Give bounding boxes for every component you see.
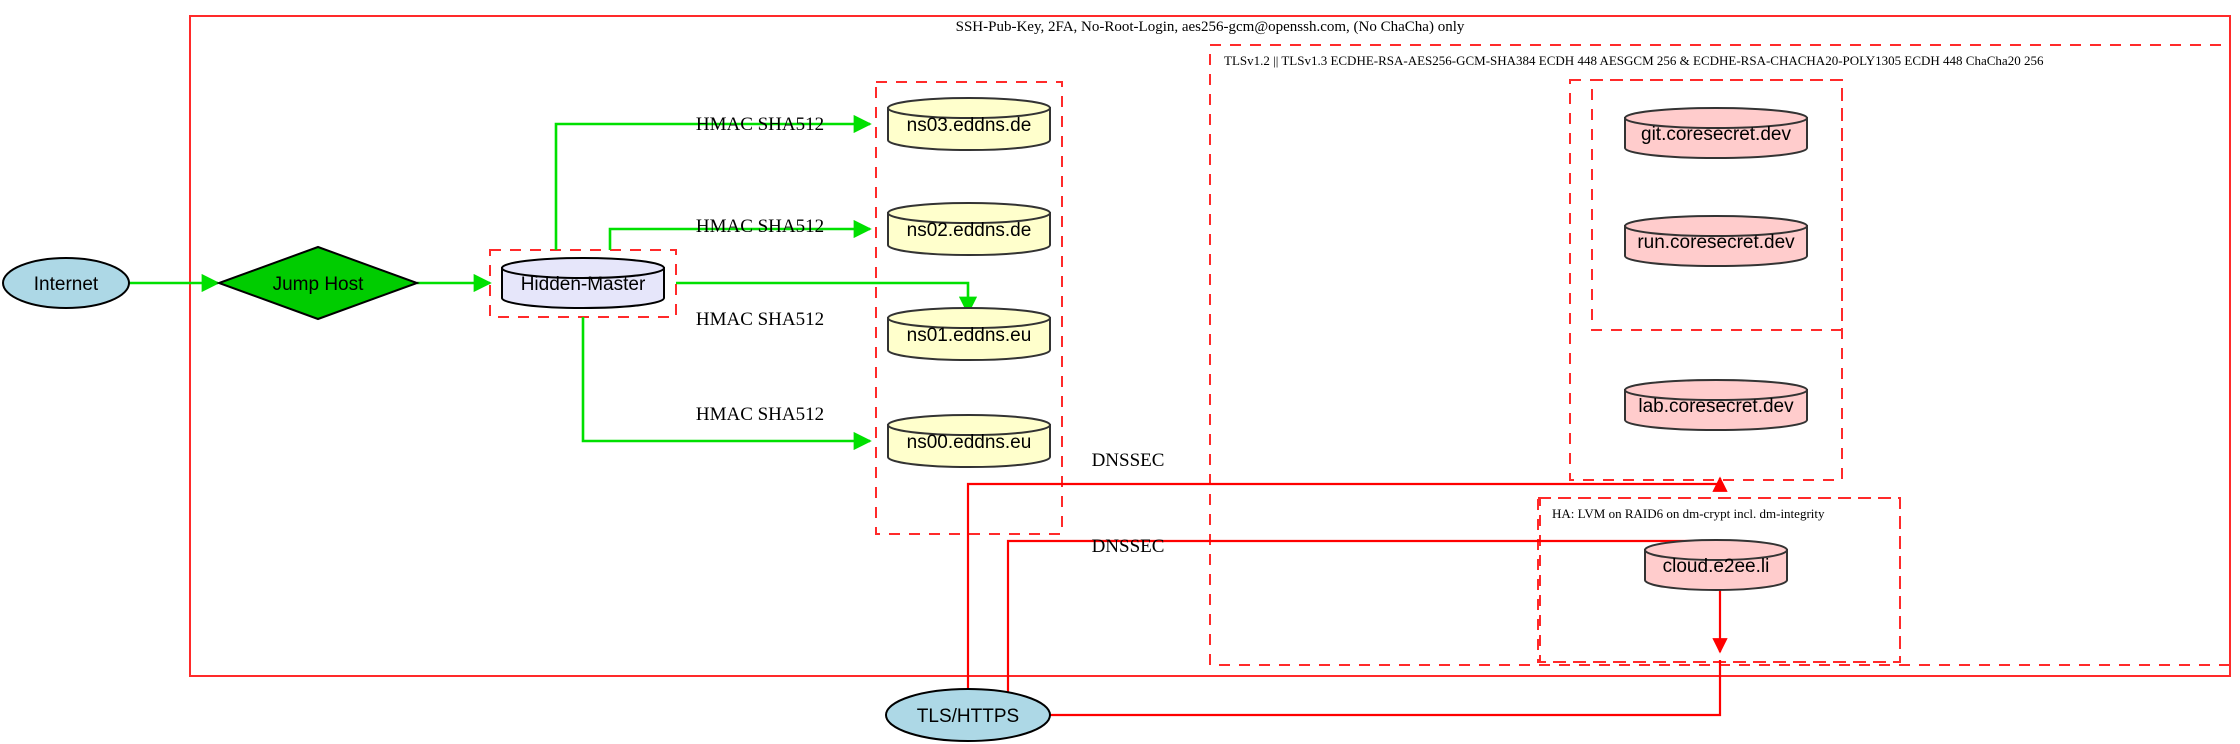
edge-label-hmac-ns01: HMAC SHA512 [696,309,824,330]
lab-top [1624,379,1808,401]
node-hidden-master[interactable]: Hidden-Master [501,257,665,309]
node-git-coresecret[interactable]: git.coresecret.dev [1624,107,1808,159]
ns03-label: ns03.eddns.de [907,115,1032,136]
node-lab-coresecret[interactable]: lab.coresecret.dev [1624,379,1808,431]
cloud-label: cloud.e2ee.li [1663,556,1770,577]
node-ns01[interactable]: ns01.eddns.eu [887,307,1051,361]
run-body [1624,225,1808,267]
ns03-top [887,97,1051,119]
node-run-coresecret[interactable]: run.coresecret.dev [1624,215,1808,267]
node-cloud-e2ee[interactable]: cloud.e2ee.li [1644,539,1788,591]
internet-label: Internet [34,274,99,295]
cluster-ssh-label: SSH-Pub-Key, 2FA, No-Root-Login, aes256-… [956,19,1465,35]
run-label: run.coresecret.dev [1637,232,1795,253]
cloud-body [1644,549,1788,591]
edge-label-hmac-ns02: HMAC SHA512 [696,216,824,237]
edge-label-dnssec-lower: DNSSEC [1092,536,1165,557]
node-ns02[interactable]: ns02.eddns.de [887,202,1051,256]
ns02-label: ns02.eddns.de [907,220,1032,241]
edge-label-hmac-ns00: HMAC SHA512 [696,404,824,425]
ns02-top [887,202,1051,224]
ns01-top [887,307,1051,329]
node-ns03[interactable]: ns03.eddns.de [887,97,1051,151]
cluster-services-box [1569,79,1843,481]
jump-host-shape [216,245,420,321]
tls-https-shape [885,688,1051,742]
edge-hiddenmaster-to-ns03 [554,114,872,250]
cloud-top [1644,539,1788,561]
git-label: git.coresecret.dev [1641,124,1791,145]
node-ns00[interactable]: ns00.eddns.eu [887,414,1051,468]
ns00-label: ns00.eddns.eu [907,432,1032,453]
edge-dnssec-lower [1006,539,1728,714]
hidden-master-body [501,267,665,309]
hidden-master-label: Hidden-Master [521,274,646,295]
ns02-body [887,212,1051,256]
ns01-body [887,317,1051,361]
jump-host-label: Jump Host [273,274,365,295]
node-internet[interactable]: Internet [2,257,130,309]
cluster-tls-label: TLSv1.2 || TLSv1.3 ECDHE-RSA-AES256-GCM-… [1224,53,2044,68]
edge-label-dnssec-upper: DNSSEC [1092,450,1165,471]
edge-hiddenmaster-to-ns00 [581,317,872,451]
lab-label: lab.coresecret.dev [1638,396,1794,417]
node-jump-host[interactable]: Jump Host [216,245,420,321]
ns00-top [887,414,1051,436]
edge-hiddenmaster-to-ns01 [676,281,978,315]
edge-hiddenmaster-to-ns02 [608,219,872,250]
cluster-ha-label: HA: LVM on RAID6 on dm-crypt incl. dm-in… [1552,506,1825,521]
edge-tls-to-cluster [1050,660,1722,717]
hidden-master-top [501,257,665,279]
tls-https-label: TLS/HTTPS [917,706,1019,727]
lab-body [1624,389,1808,431]
ns03-body [887,107,1051,151]
ns01-label: ns01.eddns.eu [907,325,1032,346]
ns00-body [887,424,1051,468]
node-tls-https[interactable]: TLS/HTTPS [885,688,1051,742]
edge-dnssec-upper [966,476,1728,714]
edge-label-hmac-ns03: HMAC SHA512 [696,114,824,135]
git-top [1624,107,1808,129]
internet-shape [2,257,130,309]
git-body [1624,117,1808,159]
run-top [1624,215,1808,237]
